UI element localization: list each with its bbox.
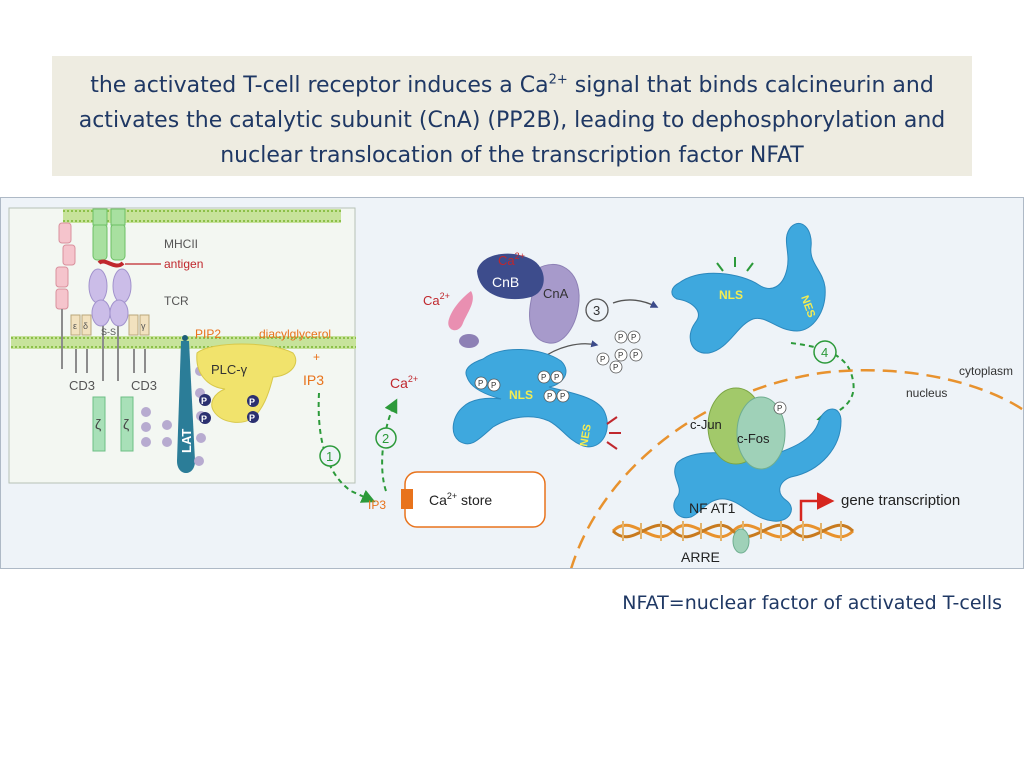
antigen-peptide xyxy=(97,259,125,268)
svg-text:P: P xyxy=(554,373,559,382)
disulfide-label: S-S xyxy=(101,327,116,337)
c-fos-phosphate-label: P xyxy=(777,404,782,413)
ip3-top-label: IP3 xyxy=(303,372,324,388)
c-jun-label: c-Jun xyxy=(690,417,722,432)
plc-phosphates xyxy=(199,394,259,424)
arre-site xyxy=(732,528,750,554)
footnote: NFAT=nuclear factor of activated T-cells xyxy=(622,592,1002,614)
nuclear-envelope xyxy=(570,368,1023,568)
step3-marker: 3 xyxy=(585,298,609,322)
svg-text:4: 4 xyxy=(821,345,828,360)
c-fos-phosphate xyxy=(773,401,787,415)
diacylglycerol-label: diacylglycerol xyxy=(259,327,331,341)
step4-marker: 4 xyxy=(813,340,837,364)
c-fos-protein xyxy=(736,396,786,470)
title-text-part2: signal that binds calcineurin and activa… xyxy=(78,73,946,168)
cnb-label: CnB xyxy=(492,274,519,290)
signaling-diagram: ε δ γ S-S ζ ζ CD3 CD3 MHCII antigen TCR … xyxy=(0,197,1024,569)
ca-pink-label: Ca2+ xyxy=(423,291,450,308)
svg-text:2: 2 xyxy=(382,431,389,446)
cd3-label-left: CD3 xyxy=(69,378,95,393)
cytoplasm-label: cytoplasm xyxy=(959,364,1013,378)
cd3-label-right: CD3 xyxy=(131,378,157,393)
lat-protein xyxy=(177,335,195,473)
plc-p4: P xyxy=(249,413,255,423)
gene-transcription-label: gene transcription xyxy=(841,492,960,509)
apc-membrane xyxy=(63,209,341,223)
nfat-dephosphorylated xyxy=(671,222,826,354)
transcription-arrow xyxy=(799,492,835,521)
nes-cytoplasmic-label: NES xyxy=(578,423,594,447)
step2-marker: 2 xyxy=(375,427,397,449)
tcr-complex xyxy=(88,268,132,381)
plc-p1: P xyxy=(201,396,207,406)
c-fos-label: c-Fos xyxy=(737,431,770,446)
nes-export-ticks xyxy=(606,416,621,450)
nls-exposed-ticks xyxy=(716,257,754,272)
cna-label: CnA xyxy=(543,286,569,301)
ca-released-label: Ca2+ xyxy=(390,374,418,391)
svg-text:P: P xyxy=(633,351,638,360)
nls-cytoplasmic-label: NLS xyxy=(509,388,533,402)
zeta-label-left: ζ xyxy=(95,416,101,432)
nfat-cytoplasmic-phosphates xyxy=(474,370,570,403)
cd3-delta-label: δ xyxy=(83,321,88,331)
ca-store-label: Ca2+ store xyxy=(429,491,492,508)
svg-text:P: P xyxy=(560,392,565,401)
plc-gamma-label: PLC-γ xyxy=(211,362,248,377)
cd3-chains xyxy=(70,314,150,373)
zeta-label-right: ζ xyxy=(123,416,129,432)
ca-store xyxy=(401,471,546,528)
cd3-epsilon-label: ε xyxy=(73,321,77,331)
nfat1-label: NF AT1 xyxy=(689,500,736,516)
svg-text:P: P xyxy=(618,333,623,342)
tcr-label: TCR xyxy=(164,294,189,308)
nucleus-label: nucleus xyxy=(906,386,947,400)
svg-text:P: P xyxy=(541,373,546,382)
released-phosphates xyxy=(596,330,643,374)
plus-label: + xyxy=(313,350,320,364)
lat-label: LAT xyxy=(179,429,194,453)
svg-text:P: P xyxy=(491,381,496,390)
plc-p3: P xyxy=(249,397,255,407)
svg-text:P: P xyxy=(631,333,636,342)
nls-free-label: NLS xyxy=(719,288,743,302)
svg-text:P: P xyxy=(618,351,623,360)
cd3-gamma-label: γ xyxy=(141,321,146,331)
pip2-label: PIP2 xyxy=(195,327,221,341)
plc-p2: P xyxy=(201,414,207,424)
slide-title: the activated T-cell receptor induces a … xyxy=(52,56,972,176)
svg-text:3: 3 xyxy=(593,303,600,318)
zeta-chains xyxy=(92,396,134,452)
step3-arrow xyxy=(612,299,659,308)
svg-text:P: P xyxy=(600,355,605,364)
calcineurin-complex xyxy=(448,253,580,348)
nfat-cytoplasmic xyxy=(452,349,608,448)
svg-text:P: P xyxy=(547,392,552,401)
zeta-phospho-dots xyxy=(141,407,172,447)
svg-text:P: P xyxy=(478,379,483,388)
coreceptor-chain xyxy=(55,222,76,369)
antigen-label: antigen xyxy=(164,257,203,271)
step1-arrow xyxy=(317,392,376,503)
mhcii-complex xyxy=(92,208,126,261)
step1-marker: 1 xyxy=(319,445,341,467)
svg-text:1: 1 xyxy=(326,449,333,464)
mhcii-label: MHCII xyxy=(164,237,198,251)
ca-cnb-label: Ca2+ xyxy=(498,251,525,268)
title-superscript: 2+ xyxy=(548,72,568,88)
title-text-part1: the activated T-cell receptor induces a … xyxy=(90,73,549,98)
step2-arrow xyxy=(381,398,398,492)
ip3-store-label: IP3 xyxy=(368,498,386,512)
svg-text:P: P xyxy=(613,363,618,372)
arre-label: ARRE xyxy=(681,549,720,565)
